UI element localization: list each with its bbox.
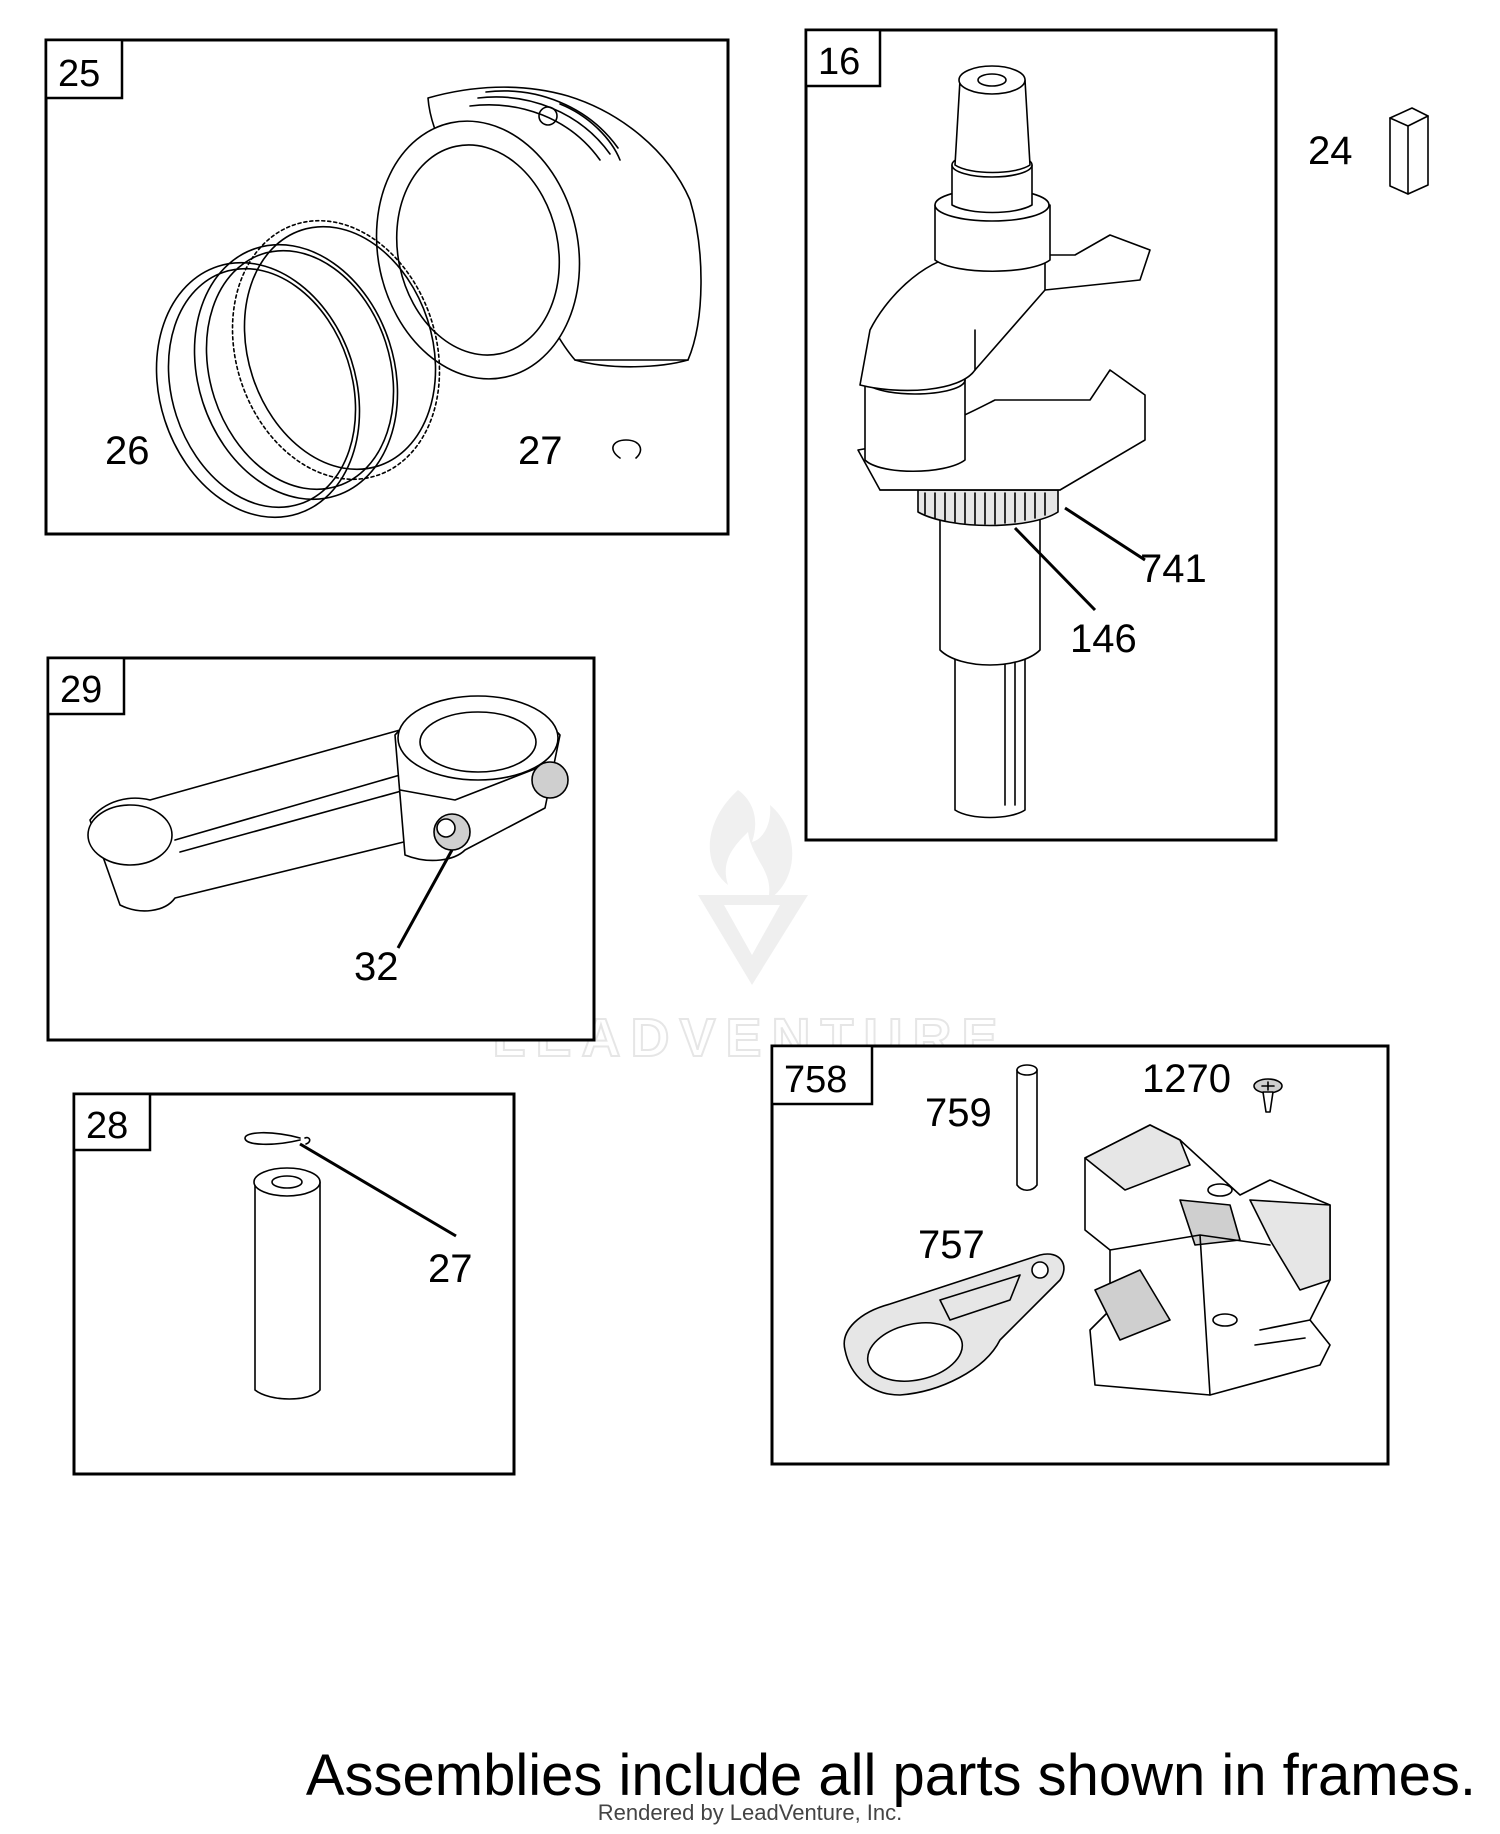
part-label-146: 146 [1070,617,1137,661]
retaining-clip[interactable] [244,1131,311,1146]
leader-146 [1013,526,1097,612]
frame-29-number: 29 [60,669,102,711]
crankshaft[interactable] [857,65,1151,819]
wrist-pin[interactable] [253,1167,321,1400]
part-label-741: 741 [1140,547,1207,591]
part-label-757: 757 [918,1223,985,1267]
frame-16: 16 [804,28,1278,842]
frame-29: 29 32 [46,656,596,1042]
frame-25: 25 26 27 [44,38,730,544]
loose-part-24: 24 [1308,107,1429,195]
frame-28-number: 28 [86,1105,128,1147]
dowel-pin[interactable] [1016,1064,1038,1192]
part-label-759: 759 [925,1091,992,1135]
frame-16-number: 16 [818,41,860,83]
part-label-27-pin: 27 [428,1247,473,1291]
connecting-rod[interactable] [87,695,569,912]
assemblies-note: Assemblies include all parts shown in fr… [305,1743,1476,1808]
leader-741 [1064,506,1146,562]
part-label-24: 24 [1308,129,1353,173]
piston-rings[interactable] [125,194,472,544]
frame-25-number: 25 [58,53,100,95]
frame-28: 28 27 [72,1092,516,1476]
leader-27 [299,1142,457,1238]
crankshaft-key[interactable] [1389,107,1429,195]
retaining-clip-small[interactable] [612,439,642,459]
piston[interactable] [353,86,702,398]
screw[interactable] [1253,1078,1283,1113]
part-label-26: 26 [105,429,150,473]
governor-assembly[interactable] [1084,1124,1331,1396]
render-credit: Rendered by LeadVenture, Inc. [597,1800,903,1825]
frame-758: 758 7 [770,1044,1390,1466]
part-label-32: 32 [354,945,399,989]
frame-758-number: 758 [784,1059,847,1101]
balancer-plate[interactable] [843,1253,1065,1396]
part-label-1270: 1270 [1142,1057,1231,1101]
leader-32 [396,849,454,949]
part-label-27: 27 [518,429,563,473]
